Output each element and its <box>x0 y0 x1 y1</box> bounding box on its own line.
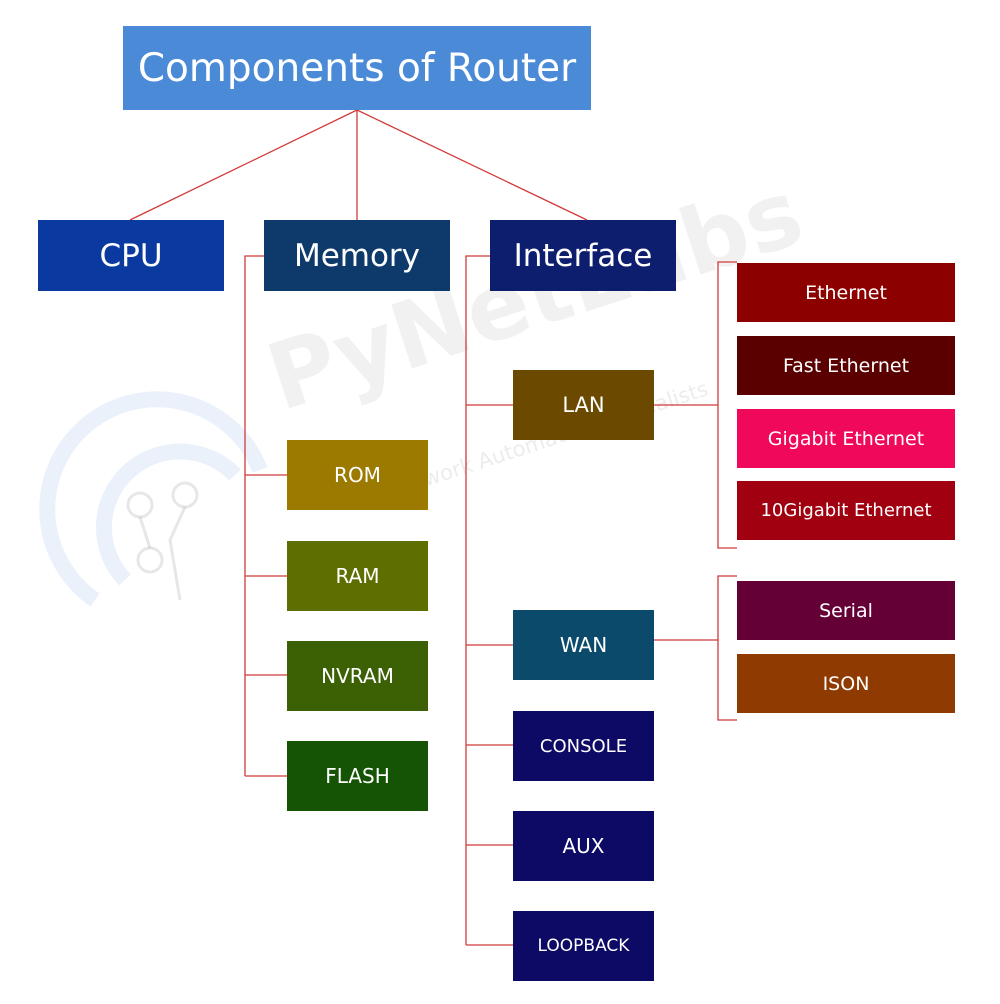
interface-item-console: CONSOLE <box>513 711 654 781</box>
interface-label: Interface <box>513 237 653 274</box>
interface-item-label: AUX <box>562 834 605 858</box>
wan-item-ison: ISON <box>737 654 955 713</box>
memory-box: Memory <box>264 220 450 291</box>
interface-item-aux: AUX <box>513 811 654 881</box>
memory-item-label: ROM <box>334 463 381 487</box>
interface-item-label: LAN <box>562 393 605 417</box>
interface-item-label: WAN <box>559 633 608 657</box>
wan-item-label: Serial <box>819 599 873 622</box>
lan-item-label: Gigabit Ethernet <box>767 427 925 450</box>
wan-item-label: ISON <box>822 672 870 695</box>
cpu-box: CPU <box>38 220 224 291</box>
memory-label: Memory <box>293 237 421 274</box>
memory-item-nvram: NVRAM <box>287 641 428 711</box>
lan-item-fast-ethernet: Fast Ethernet <box>737 336 955 395</box>
memory-item-label: NVRAM <box>321 664 394 688</box>
lan-item-gigabit-ethernet: Gigabit Ethernet <box>737 409 955 468</box>
interface-item-loopback: LOOPBACK <box>513 911 654 981</box>
lan-item-label: Fast Ethernet <box>782 354 910 377</box>
lan-item-10gigabit-ethernet: 10Gigabit Ethernet <box>737 481 955 540</box>
interface-item-label: LOOPBACK <box>537 936 630 956</box>
wan-item-serial: Serial <box>737 581 955 640</box>
memory-item-flash: FLASH <box>287 741 428 811</box>
memory-item-ram: RAM <box>287 541 428 611</box>
lan-item-ethernet: Ethernet <box>737 263 955 322</box>
lan-item-label: 10Gigabit Ethernet <box>760 500 932 521</box>
interface-box: Interface <box>490 220 676 291</box>
interface-item-wan: WAN <box>513 610 654 680</box>
memory-item-label: RAM <box>335 564 380 588</box>
interface-item-lan: LAN <box>513 370 654 440</box>
cpu-label: CPU <box>99 237 163 274</box>
lan-item-label: Ethernet <box>805 281 887 304</box>
interface-item-label: CONSOLE <box>539 735 628 757</box>
page-title: Components of Router <box>137 45 577 91</box>
memory-item-label: FLASH <box>325 764 390 788</box>
title-box: Components of Router <box>123 26 591 110</box>
memory-item-rom: ROM <box>287 440 428 510</box>
